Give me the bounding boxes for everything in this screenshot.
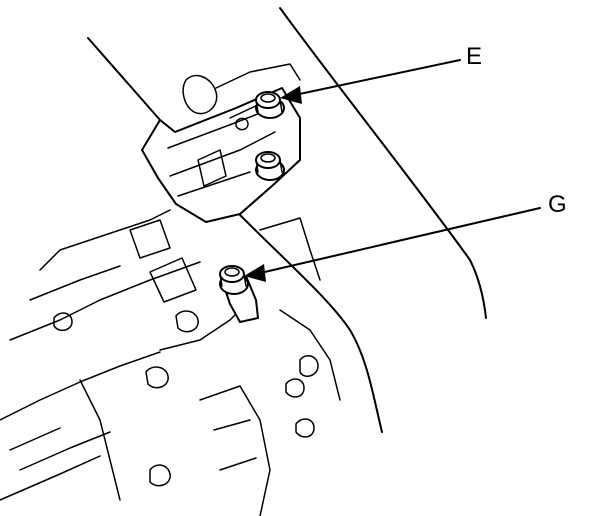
- callout-e-label: E: [466, 43, 482, 70]
- upper-casting-detail: [235, 117, 249, 131]
- callout-g-label: G: [548, 191, 567, 218]
- housing-diagonal-edge: [87, 37, 161, 121]
- arrowhead-g-icon: [244, 264, 266, 282]
- right-lower-structure: [259, 217, 341, 401]
- transmission-boss-1: [175, 310, 199, 333]
- transmission-lower-ribs: [0, 351, 161, 501]
- upper-casting-boss: [182, 74, 218, 115]
- transmission-body-left: [9, 209, 201, 341]
- transmission-boss-2: [53, 312, 73, 332]
- bracket-lower-edge: [239, 214, 383, 433]
- right-lower-bolt-stud: [285, 378, 315, 438]
- bracket-slot: [197, 149, 227, 187]
- arrowhead-e-icon: [280, 86, 302, 104]
- bottom-casting: [149, 385, 271, 516]
- transmission-lower-body: [79, 299, 251, 501]
- bracket-inner-edge: [167, 109, 276, 197]
- transmission-rib-2: [149, 257, 197, 303]
- bolt-secondary-icon: [255, 151, 285, 181]
- transmission-rib-1: [129, 219, 171, 259]
- transmission-boss-3: [145, 366, 169, 389]
- callout-g: G: [244, 191, 567, 282]
- callout-e: E: [280, 43, 482, 104]
- upper-casting-body: [215, 63, 301, 119]
- housing-outer-edge: [279, 7, 487, 319]
- bolt-e-icon: [255, 91, 285, 119]
